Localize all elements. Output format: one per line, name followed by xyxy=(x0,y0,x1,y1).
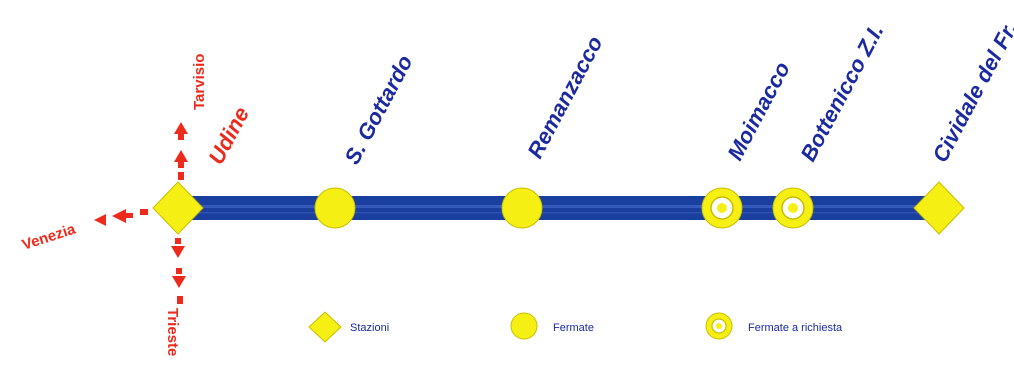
legend-diamond-icon xyxy=(308,311,342,343)
direction-label-tarvisio: Tarvisio xyxy=(191,54,208,110)
station-marker-cividale xyxy=(913,181,965,235)
stop-label-s-gottardo: S. Gottardo xyxy=(339,51,417,168)
station-label-cividale: Cividale del Fr. xyxy=(927,18,1014,167)
legend-item-stazioni: Stazioni xyxy=(308,311,389,343)
legend: Stazioni Fermate Fermate a richiesta xyxy=(308,311,843,343)
direction-label-trieste: Trieste xyxy=(164,308,181,356)
arrow-south-trieste xyxy=(171,238,186,304)
railway-track xyxy=(178,196,938,220)
arrow-north-tarvisio xyxy=(174,122,188,180)
direction-label-venezia: Venezia xyxy=(20,220,78,253)
stop-marker-s-gottardo xyxy=(314,187,356,229)
stop-label-remanzacco: Remanzacco xyxy=(522,32,607,163)
arrow-west-venezia xyxy=(94,209,148,226)
legend-circle-icon xyxy=(510,312,538,340)
direction-arrows xyxy=(94,122,188,304)
stop-marker-bottenicco xyxy=(772,187,814,229)
stop-marker-moimacco xyxy=(701,187,743,229)
station-label-udine: Udine xyxy=(203,103,254,169)
stop-label-moimacco: Moimacco xyxy=(722,58,795,165)
legend-label-fermate: Fermate xyxy=(553,322,594,334)
stop-label-bottenicco: Bottenicco Z.I. xyxy=(795,20,888,166)
legend-item-fermate-a-richiesta: Fermate a richiesta xyxy=(705,312,843,340)
legend-label-stazioni: Stazioni xyxy=(350,322,389,334)
legend-label-fermate-richiesta: Fermate a richiesta xyxy=(748,322,843,334)
legend-item-fermate: Fermate xyxy=(510,312,594,340)
station-marker-udine xyxy=(152,181,204,235)
stop-marker-remanzacco xyxy=(501,187,543,229)
